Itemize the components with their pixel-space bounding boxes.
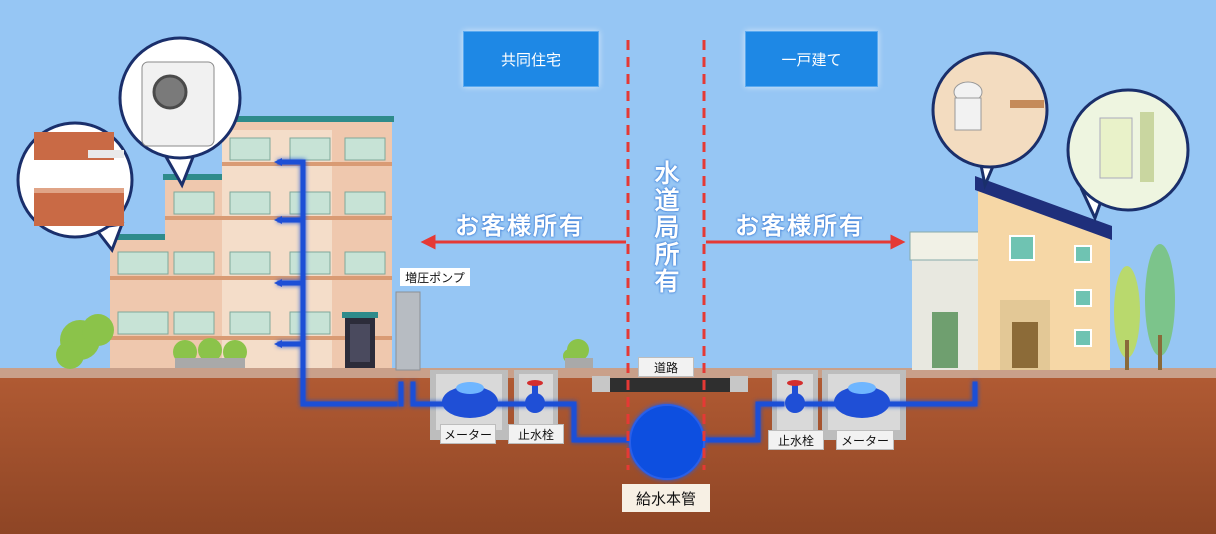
meter-left-label: メーター: [440, 424, 496, 444]
stopcock-right-label: 止水栓: [768, 430, 824, 450]
main-pipe: [629, 404, 705, 480]
toilet-bubble: [931, 51, 1049, 191]
detached-house: [909, 176, 1112, 370]
meter-left: [442, 382, 498, 418]
detached-house-tag: 一戸建て: [745, 31, 878, 87]
stopcock-valve-left: [525, 380, 545, 413]
booster-pump-box: [395, 291, 421, 371]
washer-bubble: [118, 36, 242, 189]
apartment-building: [56, 116, 593, 369]
stopcock-valve-right: [785, 380, 805, 413]
customer-owned-right-label: お客様所有: [735, 212, 865, 240]
road-label: 道路: [638, 357, 694, 377]
multi-family-tag: 共同住宅: [463, 31, 599, 87]
stopcock-left-label: 止水栓: [508, 424, 564, 444]
bureau-owned-label: 水道局所有: [651, 160, 680, 295]
meter-right: [834, 382, 890, 418]
kitchen-bubble: [16, 121, 134, 254]
customer-owned-left-label: お客様所有: [455, 212, 585, 240]
road: [596, 378, 744, 392]
meter-right-label: メーター: [836, 430, 894, 450]
bath-bubble: [1066, 88, 1190, 222]
soil: [0, 378, 1216, 534]
booster-pump-label: 増圧ポンプ: [400, 268, 470, 286]
main-pipe-label: 給水本管: [622, 484, 710, 512]
trees: [1114, 244, 1175, 370]
